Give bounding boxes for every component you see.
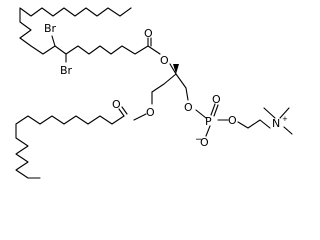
stereo-wedge <box>173 64 179 74</box>
upper-alkyl-chain <box>19 7 132 39</box>
oxygen-phosphate-anion: O <box>200 136 209 149</box>
chemical-structure: Br Br O O O O O P O O − O N + <box>15 7 293 179</box>
choline-chain <box>237 119 271 129</box>
n-methyl-right <box>283 126 293 135</box>
oxygen-top-carbonyl: O <box>144 27 153 40</box>
bromine-atom-2: Br <box>60 64 73 77</box>
oxygen-phosphate-double: O <box>212 93 221 106</box>
n-methyl-up-left <box>263 107 276 119</box>
cation-charge: + <box>282 115 288 123</box>
c-br1-bond <box>51 35 56 47</box>
bottom-carbonyl-bond-2 <box>121 106 128 115</box>
oxygen-phosphate-choline: O <box>228 114 237 127</box>
phosphate-anion-bond <box>205 125 211 137</box>
bromine-atom-1: Br <box>44 22 57 35</box>
dibromo-segment <box>19 37 149 55</box>
oxygen-bottom-ester: O <box>146 106 155 119</box>
oxygen-phosphate-glycerol: O <box>184 101 193 114</box>
oxygen-bottom-carbonyl: O <box>112 98 121 111</box>
phosphate-double-bond-2 <box>213 104 219 117</box>
glycerol-phosphate-link <box>185 87 189 101</box>
top-ester-link-bond <box>147 45 161 55</box>
lower-alkyl-chain <box>15 115 125 179</box>
phosphorus-atom: P <box>205 115 212 128</box>
bottom-ester-bond <box>133 113 147 121</box>
phosphate-double-bond <box>210 103 216 116</box>
glycerol-right-bond <box>175 73 187 89</box>
glycerol-backbone <box>151 63 177 93</box>
bottom-carbonyl-bond <box>118 108 125 117</box>
anion-charge: − <box>195 135 203 145</box>
n-methyl-up-right <box>279 107 290 119</box>
nitrogen-atom: N <box>272 117 280 130</box>
oxygen-top-ester: O <box>160 54 169 67</box>
phosphate-o-p-bond <box>195 109 207 119</box>
